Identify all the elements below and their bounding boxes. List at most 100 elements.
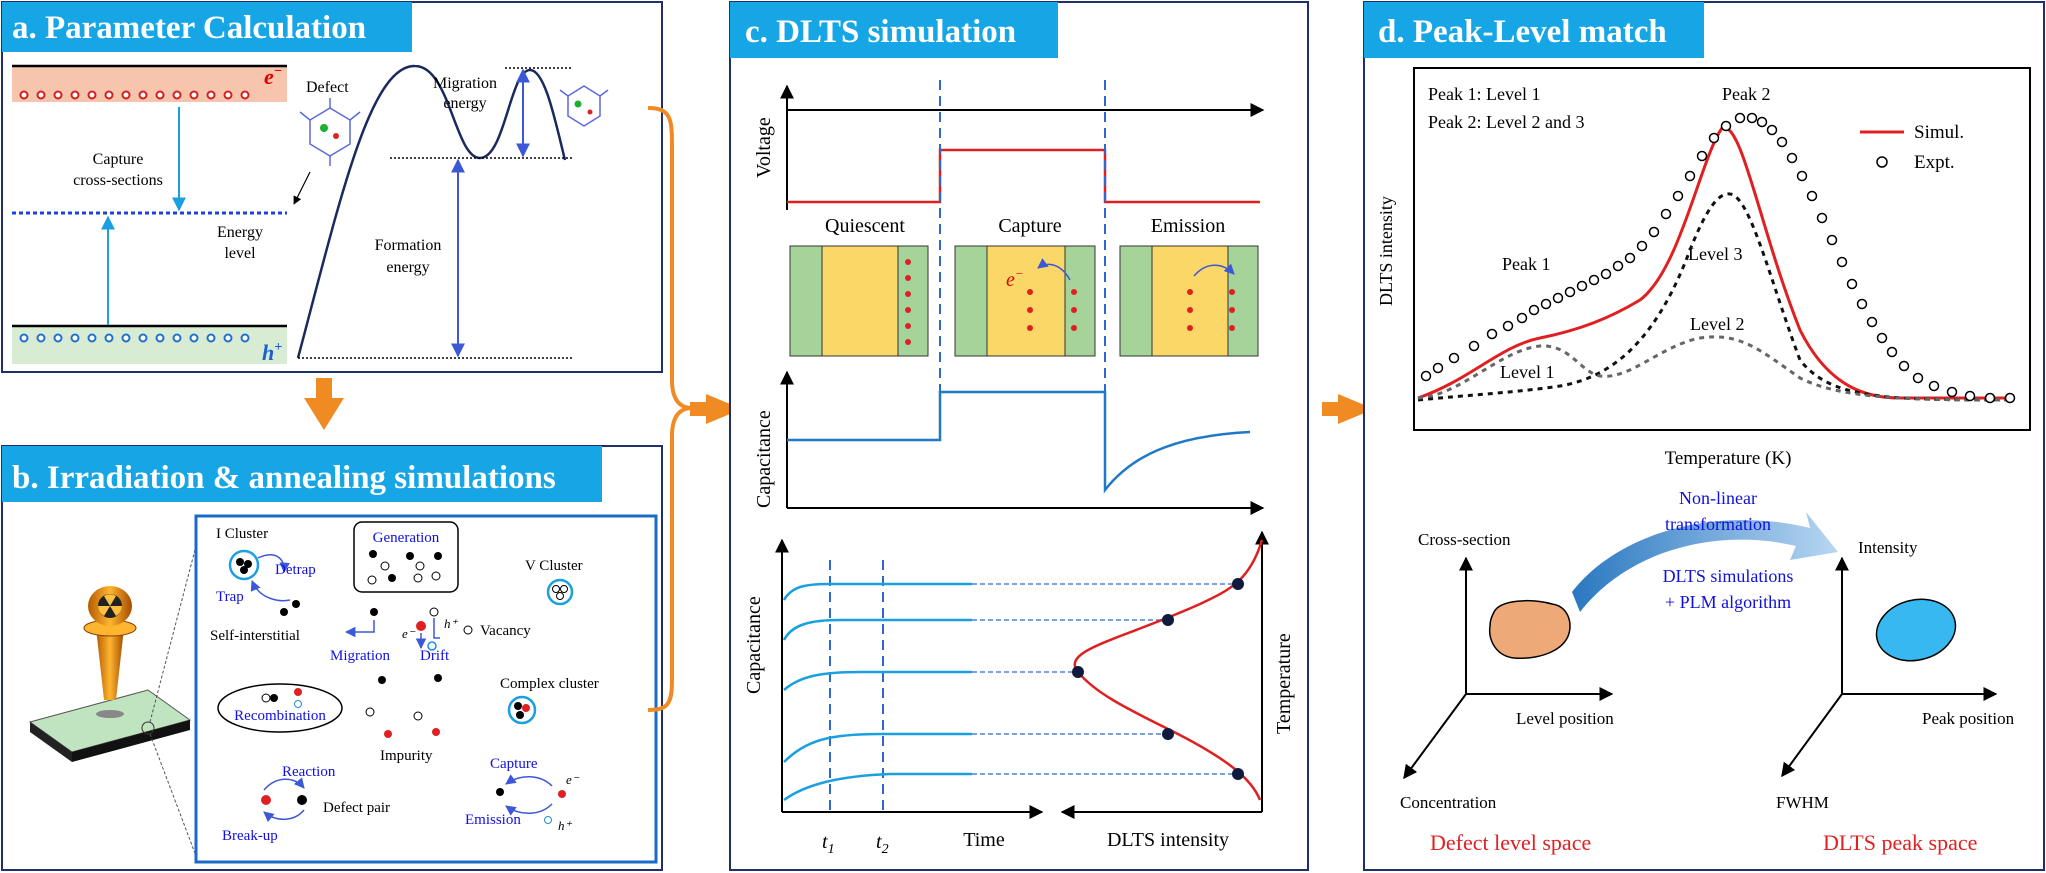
peak-space-axes [1781,556,1998,778]
formation-energy-label-1: Formation [375,237,442,254]
concentration-label: Concentration [1400,793,1497,812]
capture-b-label: Capture [490,756,538,772]
trap-arrow [250,580,291,602]
dlts-sample-points [1072,578,1244,780]
voltage-pulse [787,148,1260,204]
migrating-atom [370,608,378,616]
recombination-label: Recombination [234,708,326,724]
quiescent-label: Quiescent [825,215,905,237]
panel-d-title: d. Peak-Level match [1378,14,1667,50]
migration-label: Migration [330,648,390,664]
migration-energy-label-2: energy [443,95,486,112]
complex-cluster-icon [507,695,537,725]
level3-label: Level 3 [1688,244,1742,264]
capture-label-2: cross-sections [73,172,163,189]
defect-label: Defect [306,79,349,96]
recombination-ellipse [217,683,343,733]
capacitance-label-bottom: Capacitance [743,596,765,694]
legend-expt-marker [1876,156,1888,168]
panel-a-header-bg [2,2,412,52]
drift-label: Drift [420,648,450,664]
defect-space-blob [1488,599,1571,659]
detrap-arrow [257,554,290,574]
complex-cluster-label: Complex cluster [500,676,599,692]
electron-row [19,90,250,100]
dlts-intensity-label: DLTS intensity [1107,829,1229,851]
peak1-label: Peak 1 [1502,254,1551,274]
dlts-sim-label: DLTS simulations [1663,566,1794,586]
emission-c-label: Emission [1151,215,1225,237]
cross-section-label: Cross-section [1418,530,1511,549]
t2-label: t2 [876,831,889,857]
electron-label: e− [264,64,282,89]
fwhm-label: FWHM [1776,793,1829,812]
i-cluster-label: I Cluster [216,526,268,542]
panel-d: d. Peak-Level match DLTS intensity Tempe… [1363,1,2045,871]
simulated-curve [1417,126,2010,400]
capacitance-transients [782,582,972,802]
level3-curve [1417,192,2011,402]
hole-label: h+ [262,340,282,365]
energy-landscape-curve [296,64,567,359]
level-position-label: Level position [1516,709,1614,728]
arrow-a-to-b [304,378,344,430]
irradiation-source-icon [28,545,197,857]
emission-h-label: h⁺ [558,818,573,833]
defect-structure-icon [299,98,361,166]
defect-pointer-arrow [293,171,311,205]
level1-label: Level 1 [1500,362,1554,382]
panel-b: b. Irradiation & annealing simulations I… [1,445,663,871]
peak-space-blob [1875,598,1957,662]
nonlinear-label-2: transformation [1665,514,1771,534]
energy-level-label-2: level [224,245,256,262]
panel-c: c. DLTS simulation Voltage Quiescent Cap… [729,1,1309,871]
voltage-label: Voltage [753,117,775,178]
panel-a: a. Parameter Calculation e− h+ Capture c… [1,1,663,373]
dlts-xlabel: Temperature (K) [1665,448,1792,469]
peak2-label: Peak 2 [1722,84,1771,104]
intensity-label: Intensity [1858,538,1918,557]
t1-label: t1 [822,831,835,857]
capture-c-label: Capture [998,215,1061,237]
detrap-label: Detrap [275,562,316,578]
brace-arrow-to-c [647,106,742,712]
plm-label: + PLM algorithm [1665,592,1791,612]
generation-particles [367,550,442,585]
self-interstitial-label: Self-interstitial [210,628,300,644]
valence-band [12,326,287,364]
capacitance-label-mid: Capacitance [753,410,775,508]
experimental-points [1420,112,2016,404]
arrow-c-to-d [1322,394,1374,424]
reaction-label: Reaction [282,764,336,780]
impurity-label: Impurity [380,748,433,764]
emission-b-label: Emission [465,812,521,828]
formation-energy-label-2: energy [386,259,429,276]
hole-row [19,333,250,343]
generation-label: Generation [373,530,440,546]
panel-b-header-bg [2,446,602,502]
v-cluster-label: V Cluster [525,558,583,574]
drift-e-label: e⁻ [402,626,416,641]
temperature-label: Temperature [1273,633,1295,734]
defect-pair-label: Defect pair [323,800,390,816]
migration-structure-icon [559,85,609,127]
break-up-label: Break-up [222,828,278,844]
energy-level-label-1: Energy [217,224,263,241]
panel-b-title: b. Irradiation & annealing simulations [12,460,556,496]
vacancy-label: Vacancy [480,623,531,639]
transformation-arrow [1572,512,1838,612]
trap-label: Trap [216,589,244,605]
legend-expt-label: Expt. [1914,152,1955,173]
time-label: Time [963,829,1005,851]
defect-level-axes [1403,556,1614,780]
capture-electron-label: e− [1006,266,1024,291]
peak-position-label: Peak position [1922,709,2015,728]
legend-simul-label: Simul. [1914,122,1964,143]
capacitance-transient [787,390,1251,494]
panel-a-title: a. Parameter Calculation [12,10,366,46]
projection-dashes [972,583,1238,775]
panel-c-header-bg [730,2,1058,58]
drift-electron [416,621,426,631]
defect-space-label: Defect level space [1430,830,1591,855]
